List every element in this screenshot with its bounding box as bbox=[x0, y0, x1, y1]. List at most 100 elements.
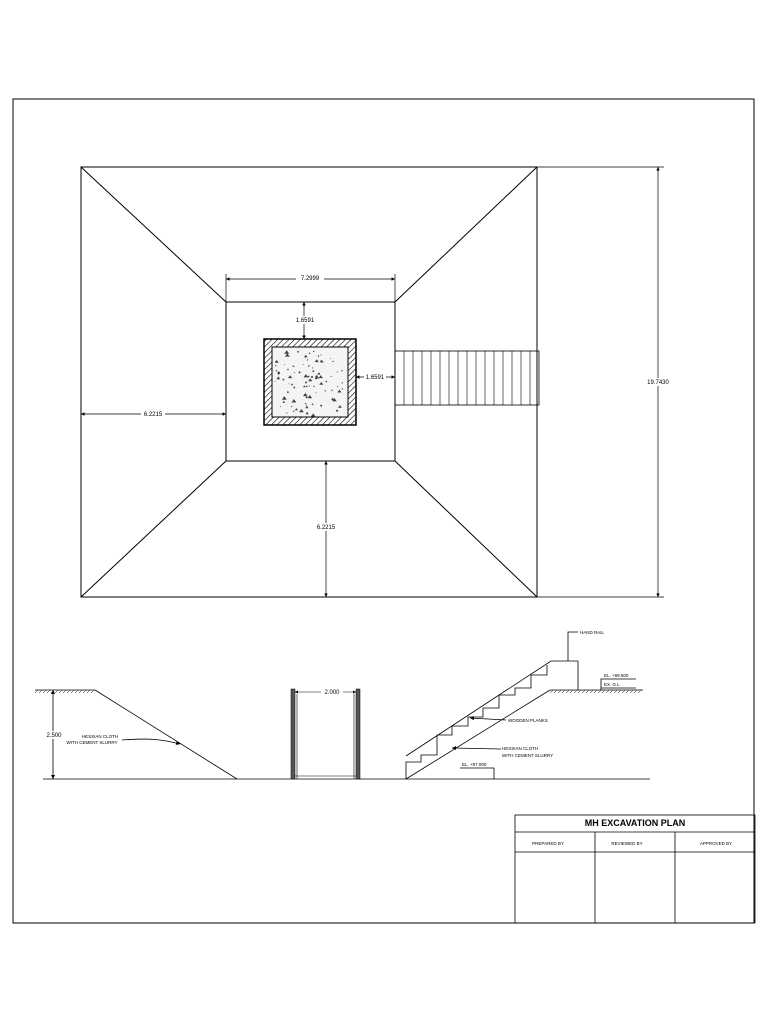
concrete-dot bbox=[291, 406, 293, 408]
stair-plan bbox=[394, 350, 540, 406]
ground-hatch-tick bbox=[557, 689, 562, 694]
pit-width-label: 2.000 bbox=[324, 690, 340, 696]
manhole bbox=[263, 338, 357, 426]
concrete-dot bbox=[320, 404, 323, 407]
manhole-concrete bbox=[271, 346, 349, 418]
concrete-dot bbox=[336, 371, 338, 373]
ground-hatch-tick bbox=[66, 689, 71, 694]
concrete-aggregate bbox=[338, 405, 342, 408]
ground-hatch-tick bbox=[70, 689, 75, 694]
hand-rail-label: HAND RAIL bbox=[580, 630, 605, 635]
dim-overall-label: 19.7430 bbox=[647, 380, 669, 386]
plan-dimension-labels: 7.2999 1.6591 1.6591 6.2215 6.2215 19.74… bbox=[141, 274, 670, 531]
depth-label: 2.500 bbox=[46, 733, 62, 739]
concrete-speckles bbox=[274, 350, 343, 417]
ground-hatch-tick bbox=[82, 689, 87, 694]
ground-hatch-tick bbox=[629, 689, 634, 694]
el-top-marker bbox=[600, 678, 636, 690]
concrete-dot bbox=[306, 404, 307, 406]
ground-hatch-tick bbox=[621, 689, 626, 694]
concrete-aggregate bbox=[303, 374, 309, 378]
concrete-dot bbox=[305, 396, 308, 399]
ground-hatch-tick bbox=[593, 689, 598, 694]
stair-treads bbox=[403, 351, 531, 405]
hessian-left-line1: HESSIAN CLOTH bbox=[82, 734, 118, 739]
concrete-dot bbox=[324, 390, 326, 392]
ground-hatch-tick bbox=[549, 689, 554, 694]
ground-hatch-tick bbox=[585, 689, 590, 694]
concrete-aggregate bbox=[311, 403, 314, 405]
concrete-dot bbox=[307, 375, 310, 378]
concrete-dot bbox=[279, 405, 281, 407]
concrete-dot bbox=[341, 370, 343, 372]
ground-hatch-tick bbox=[58, 689, 63, 694]
slope-face-left bbox=[94, 689, 238, 780]
concrete-aggregate bbox=[305, 411, 309, 415]
concrete-aggregate bbox=[330, 389, 334, 391]
concrete-dot bbox=[315, 377, 317, 380]
concrete-dot bbox=[325, 380, 328, 383]
ground-hatch-tick bbox=[581, 689, 586, 694]
concrete-dot bbox=[286, 412, 288, 414]
shored-pit-section bbox=[290, 688, 361, 780]
ground-hatch-tick bbox=[54, 689, 59, 694]
ground-hatch-tick bbox=[597, 689, 602, 694]
stair-section bbox=[405, 631, 643, 780]
left-slope-section bbox=[34, 689, 238, 780]
concrete-dot bbox=[297, 350, 299, 353]
ground-hatch-left bbox=[34, 689, 95, 694]
concrete-dot bbox=[275, 365, 277, 367]
ground-hatch-tick bbox=[86, 689, 91, 694]
concrete-dot bbox=[305, 403, 307, 405]
concrete-aggregate bbox=[284, 353, 290, 357]
concrete-aggregate bbox=[281, 396, 287, 400]
title-block bbox=[514, 814, 756, 924]
stair-slope bbox=[405, 689, 551, 780]
concrete-dot bbox=[337, 385, 339, 387]
concrete-dot bbox=[288, 383, 290, 385]
ground-hatch-tick bbox=[553, 689, 558, 694]
concrete-aggregate bbox=[305, 405, 309, 409]
ground-hatch-tick bbox=[633, 689, 638, 694]
approved-by-label: APPROVED BY bbox=[700, 841, 732, 846]
dim-top-width-label: 7.2999 bbox=[301, 276, 320, 282]
concrete-aggregate bbox=[288, 375, 293, 379]
ground-hatch-tick bbox=[42, 689, 47, 694]
ground-hatch-tick bbox=[569, 689, 574, 694]
concrete-dot bbox=[308, 352, 311, 354]
concrete-dot bbox=[293, 386, 296, 389]
concrete-dot bbox=[312, 370, 315, 372]
concrete-dot bbox=[305, 381, 307, 384]
concrete-aggregate bbox=[299, 409, 304, 413]
ground-hatch-tick bbox=[90, 689, 95, 694]
ground-hatch-tick bbox=[74, 689, 79, 694]
concrete-aggregate bbox=[276, 376, 281, 380]
el-bottom-marker bbox=[460, 767, 495, 779]
concrete-aggregate bbox=[319, 359, 323, 362]
ground-hatch-tick bbox=[38, 689, 43, 694]
concrete-aggregate bbox=[290, 383, 294, 386]
dim-top-offset-label: 1.6591 bbox=[296, 318, 315, 324]
outer-excavation-boundary bbox=[80, 166, 538, 598]
concrete-aggregate bbox=[284, 350, 290, 354]
ground-hatch-tick bbox=[617, 689, 622, 694]
ground-hatch-tick bbox=[589, 689, 594, 694]
concrete-dot bbox=[317, 355, 319, 357]
prepared-by-label: PREPARED BY bbox=[532, 841, 564, 846]
ground-hatch-tick bbox=[46, 689, 51, 694]
concrete-dot bbox=[274, 380, 276, 382]
concrete-aggregate bbox=[302, 385, 306, 388]
concrete-aggregate bbox=[305, 385, 309, 387]
concrete-dot bbox=[341, 388, 343, 390]
concrete-dot bbox=[313, 350, 315, 353]
concrete-aggregate bbox=[282, 378, 285, 381]
ground-hatch-tick bbox=[609, 689, 614, 694]
concrete-dot bbox=[332, 360, 334, 363]
hand-rail-leader bbox=[567, 631, 578, 661]
concrete-dot bbox=[308, 365, 310, 367]
concrete-dot bbox=[317, 374, 319, 376]
concrete-aggregate bbox=[319, 381, 324, 385]
concrete-aggregate bbox=[337, 389, 342, 393]
concrete-dot bbox=[341, 382, 343, 384]
